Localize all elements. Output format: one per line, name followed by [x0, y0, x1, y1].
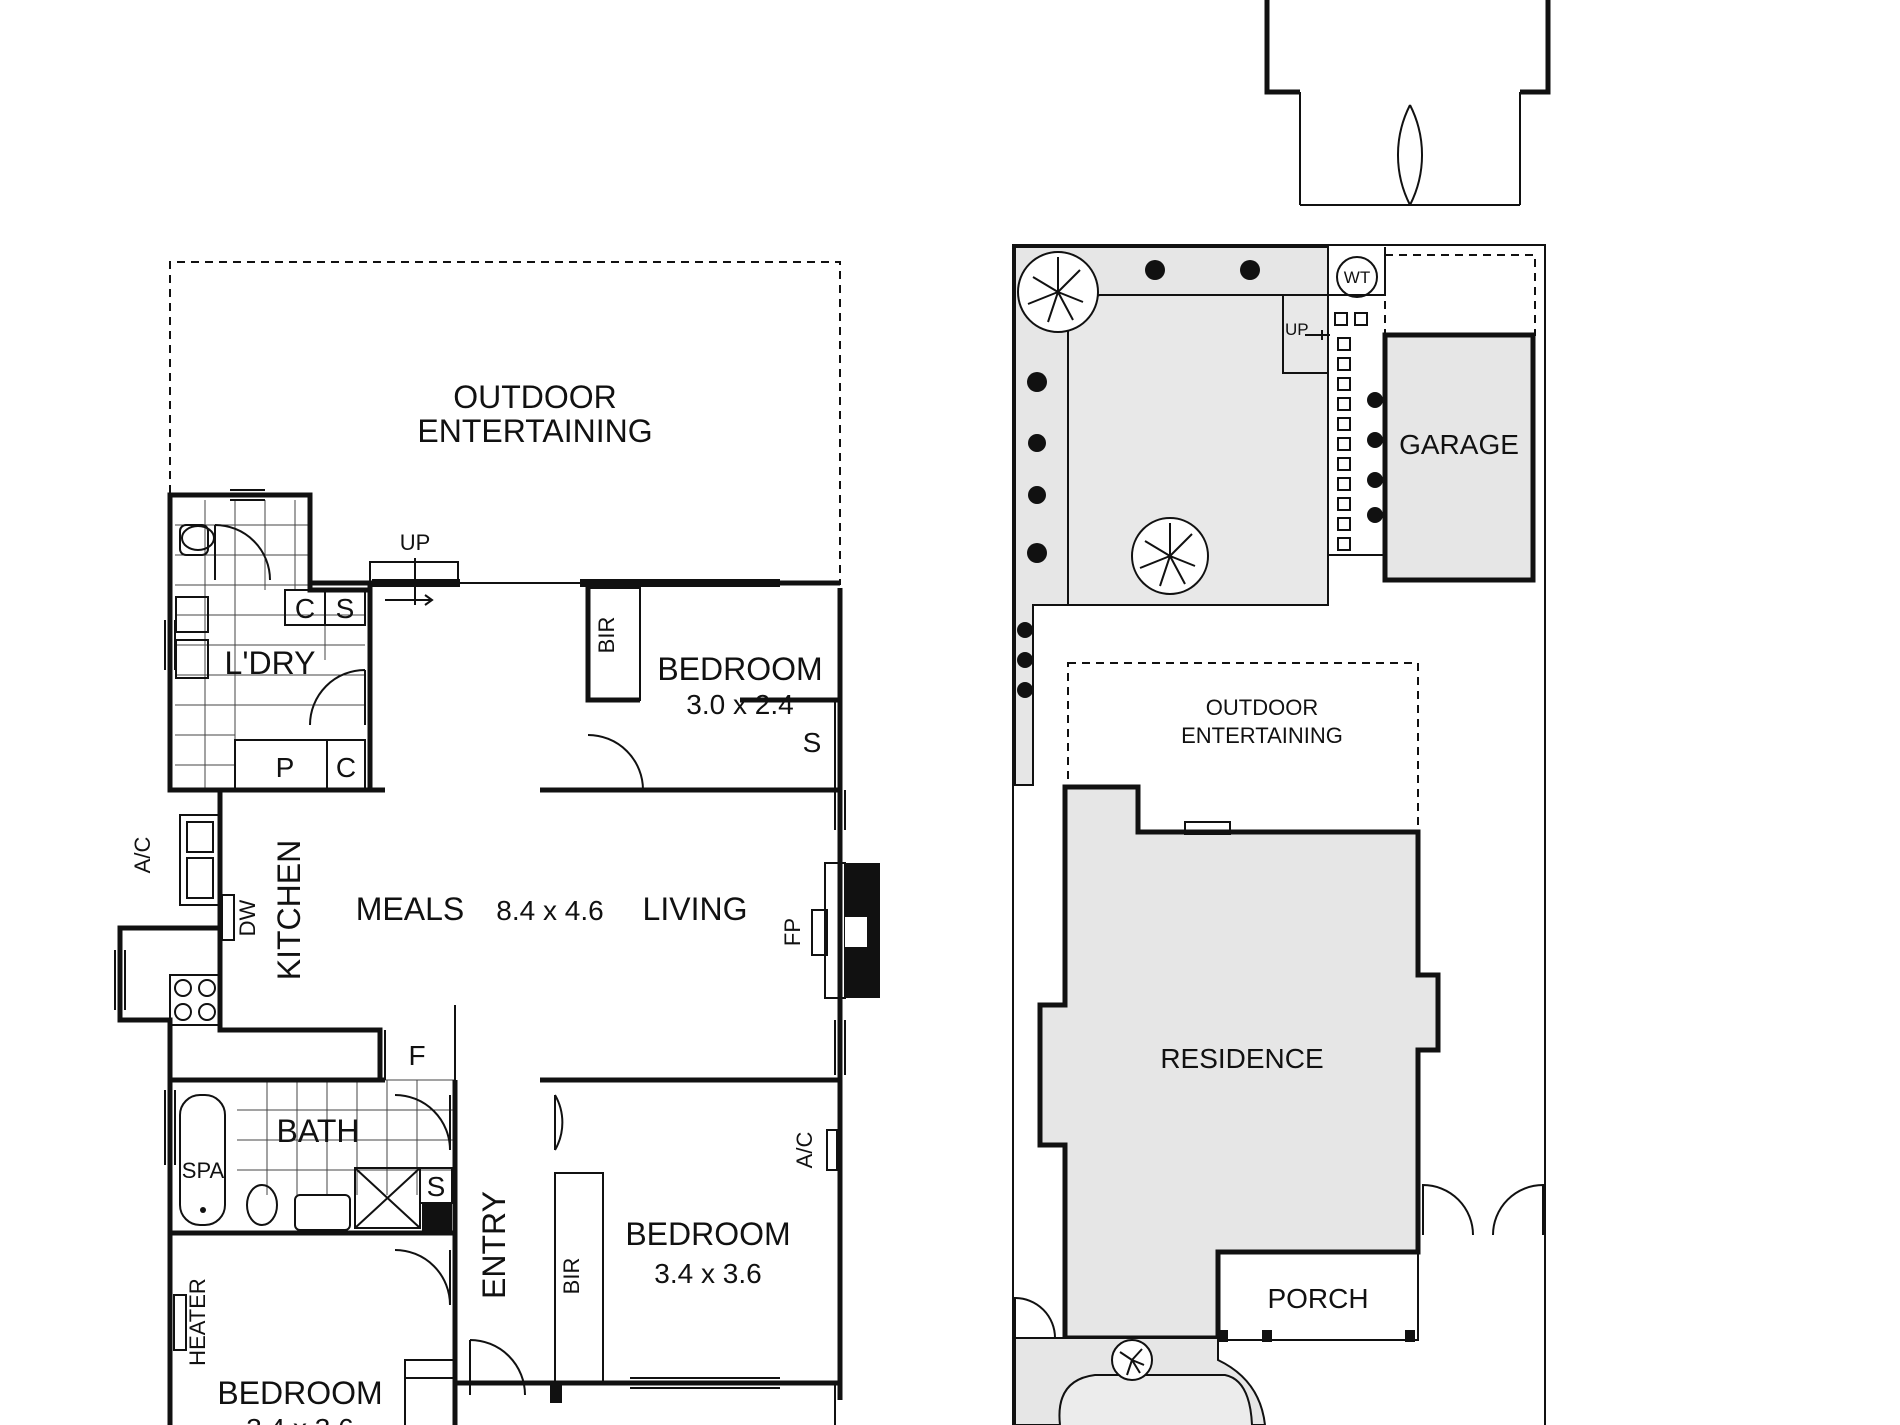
- tree-icon: [1017, 251, 1099, 333]
- bir2-label: BIR: [559, 1258, 584, 1295]
- ac2-label: A/C: [792, 1132, 817, 1169]
- bedroom2-name: BEDROOM: [625, 1216, 790, 1252]
- meals-living-size: 8.4 x 4.6: [496, 895, 603, 926]
- bedroom1-name: BEDROOM: [657, 651, 822, 687]
- meals-label: MEALS: [356, 891, 464, 927]
- outdoor-label-2: ENTERTAINING: [417, 413, 652, 449]
- floor-plan: OUTDOOR ENTERTAINING: [114, 261, 880, 1425]
- garage-dashed-area: [1384, 254, 1536, 336]
- bedroom3-name: BEDROOM: [217, 1375, 382, 1411]
- water-tank: WT: [1336, 256, 1378, 298]
- spa-label: SPA: [182, 1158, 225, 1183]
- laundry-label: L'DRY: [225, 645, 316, 681]
- cooktop-icon: [169, 974, 221, 1026]
- ac1-label: A/C: [130, 837, 155, 874]
- laundry-tiles: [175, 500, 365, 790]
- outbuilding-top: [1264, 0, 1551, 206]
- door-swings: [214, 524, 644, 1396]
- cupboard-c2: C: [336, 752, 356, 783]
- fireplace-icon: [811, 862, 880, 999]
- site-plan: WT UP GARAGE OUTDOOR ENTERTAINING RESIDE…: [1012, 0, 1551, 1425]
- site-up-label: UP: [1285, 320, 1309, 339]
- dishwasher-label: DW: [235, 899, 260, 936]
- bir1-label: BIR: [594, 617, 619, 654]
- bedroom1-size: 3.0 x 2.4: [686, 689, 793, 720]
- porch-label: PORCH: [1267, 1283, 1368, 1314]
- heater-label: HEATER: [185, 1278, 210, 1366]
- bath-label: BATH: [277, 1113, 360, 1149]
- site-outdoor-label-2: ENTERTAINING: [1181, 723, 1343, 748]
- fridge-label: F: [408, 1040, 425, 1071]
- cupboard-c1: C: [295, 593, 315, 624]
- store-s1: S: [336, 593, 355, 624]
- outdoor-label-1: OUTDOOR: [453, 379, 617, 415]
- site-outdoor-label-1: OUTDOOR: [1206, 695, 1318, 720]
- pantry-label: P: [276, 752, 295, 783]
- outdoor-entertaining-area: [169, 261, 841, 585]
- exterior-walls: [117, 492, 843, 1425]
- bedroom2-size: 3.4 x 3.6: [654, 1258, 761, 1289]
- bedroom3-size: 3.4 x 3.6: [246, 1413, 353, 1425]
- tree-icon: [1111, 1339, 1153, 1381]
- bedroom1-store-s2: S: [803, 727, 822, 758]
- bath-store-s3: S: [427, 1171, 446, 1202]
- residence-label: RESIDENCE: [1160, 1043, 1323, 1074]
- garage-label: GARAGE: [1399, 429, 1519, 460]
- garage: [1382, 332, 1536, 583]
- site-outdoor-entertaining: [1067, 662, 1419, 834]
- pavers: [1334, 312, 1368, 551]
- site-boundary: [1012, 244, 1546, 1425]
- porch: [1217, 1251, 1419, 1341]
- fireplace-label: FP: [780, 918, 805, 946]
- living-label: LIVING: [643, 891, 748, 927]
- kitchen-label: KITCHEN: [271, 840, 307, 980]
- tree-icon: [1131, 517, 1209, 595]
- wt-label: WT: [1344, 268, 1370, 287]
- entry-label: ENTRY: [476, 1191, 512, 1299]
- up-label: UP: [400, 530, 431, 555]
